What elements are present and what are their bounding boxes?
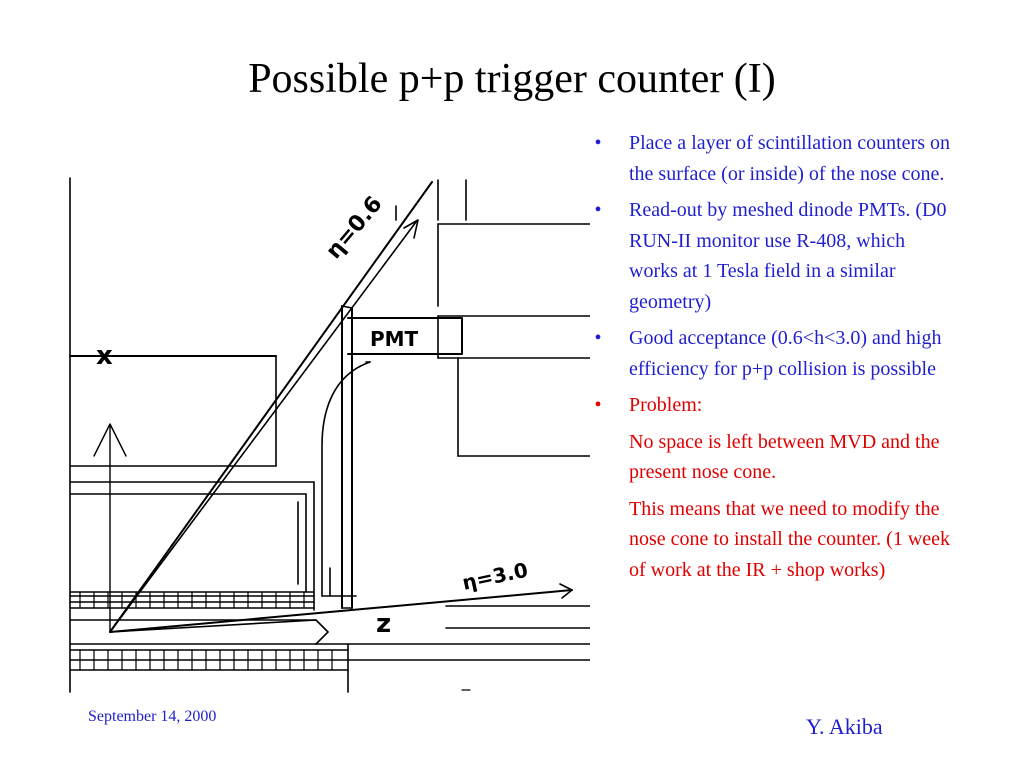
bullet-text-3: Good acceptance (0.6<h<3.0) and high eff… [629, 327, 942, 380]
bullet-item-4: • Problem: [588, 390, 958, 421]
eta-low-label: η=3.0 [460, 558, 530, 595]
detector-sketch: x z PMT η=0.6 η=3.0 [69, 177, 590, 693]
bullet-text-2: Read-out by meshed dinode PMTs. (D0 RUN-… [629, 199, 947, 313]
footer-author: Y. Akiba [806, 714, 883, 739]
bullet-dot: • [594, 394, 602, 416]
slide-title: Possible p+p trigger counter (I) [248, 56, 776, 102]
axis-x-label: x [96, 341, 113, 371]
bullet-item-2: • Read-out by meshed dinode PMTs. (D0 RU… [588, 195, 958, 317]
bullet-item-1: • Place a layer of scintillation counter… [588, 128, 958, 189]
bullet-item-3: • Good acceptance (0.6<h<3.0) and high e… [588, 323, 958, 384]
bullet-text-1: Place a layer of scintillation counters … [629, 132, 951, 185]
bullet-list: • Place a layer of scintillation counter… [588, 128, 958, 591]
bullet-text-4: Problem: [629, 394, 703, 416]
bullet-dot: • [594, 327, 602, 349]
axis-z-label: z [376, 609, 391, 639]
bullet-dot: • [594, 132, 602, 154]
problem-paragraph-1: No space is left between MVD and the pre… [629, 430, 940, 484]
pmt-label: PMT [370, 327, 419, 351]
footer-date: September 14, 2000 [88, 708, 217, 725]
bullet-dot: • [594, 199, 602, 221]
eta-high-label: η=0.6 [321, 192, 387, 264]
problem-paragraph-2: This means that we need to modify the no… [629, 497, 951, 581]
